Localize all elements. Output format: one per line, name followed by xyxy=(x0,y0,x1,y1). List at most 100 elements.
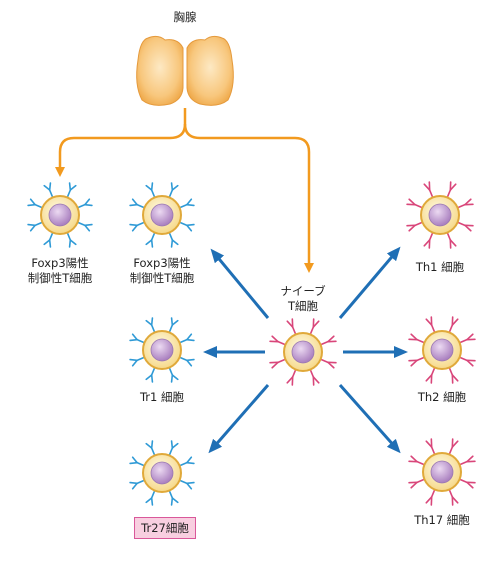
cell-tr27 xyxy=(129,440,195,506)
naive-line1: ナイーブ xyxy=(280,284,326,298)
receptor xyxy=(129,479,146,490)
foxp3-induced-line1: Foxp3陽性 xyxy=(133,256,191,270)
th2-label: Th2 細胞 xyxy=(417,390,467,404)
receptor xyxy=(423,181,434,199)
receptor xyxy=(129,333,146,344)
cell-nucleus xyxy=(430,338,454,362)
receptor xyxy=(456,198,474,209)
receptor xyxy=(145,489,156,506)
thymus-arrows xyxy=(55,108,314,273)
cell-nucleus xyxy=(430,460,454,484)
receptor xyxy=(423,231,434,249)
arrow-to-foxp3-induced xyxy=(210,248,270,319)
foxp3-thymic-line1: Foxp3陽性 xyxy=(31,256,89,270)
receptor xyxy=(76,221,93,232)
receptor xyxy=(168,366,179,383)
receptor xyxy=(269,358,287,369)
th1-label: Th1 細胞 xyxy=(415,260,465,274)
receptor xyxy=(145,317,156,334)
receptor xyxy=(129,221,146,232)
receptor xyxy=(425,316,436,334)
receptor xyxy=(448,488,459,506)
foxp3-thymic-label: Foxp3陽性 制御性T細胞 xyxy=(28,256,93,286)
receptor xyxy=(309,318,320,336)
receptor xyxy=(458,333,476,344)
foxp3-induced-label: Foxp3陽性 制御性T細胞 xyxy=(130,256,195,286)
th17-label: Th17 細胞 xyxy=(414,513,470,527)
receptor xyxy=(27,221,44,232)
receptor xyxy=(145,182,156,199)
thymus-left-lobe xyxy=(136,35,184,106)
receptor xyxy=(43,182,54,199)
cell-foxp3-thymic xyxy=(27,182,93,248)
receptor xyxy=(76,198,93,209)
receptor xyxy=(286,368,297,386)
receptor xyxy=(168,317,179,334)
receptor xyxy=(27,198,44,209)
cell-th17 xyxy=(408,438,476,506)
thymus-to-foxp3-arrow xyxy=(55,108,187,177)
receptor xyxy=(408,356,426,367)
receptor xyxy=(406,198,424,209)
receptor xyxy=(309,368,320,386)
receptor xyxy=(129,456,146,467)
receptor xyxy=(458,356,476,367)
receptor xyxy=(178,333,195,344)
receptor xyxy=(66,182,77,199)
foxp3-induced-line2: 制御性T細胞 xyxy=(129,271,195,285)
receptor xyxy=(446,231,457,249)
receptor xyxy=(129,356,146,367)
thymus-organ xyxy=(136,35,234,106)
cell-naive xyxy=(269,318,337,386)
receptor xyxy=(408,478,426,489)
receptor xyxy=(458,478,476,489)
receptor xyxy=(408,455,426,466)
receptor xyxy=(458,455,476,466)
arrow-to-tr27 xyxy=(208,384,270,454)
receptor xyxy=(269,335,287,346)
arrow-to-th17 xyxy=(338,384,401,454)
foxp3-thymic-line2: 制御性T細胞 xyxy=(27,271,93,285)
receptor xyxy=(425,366,436,384)
receptor xyxy=(178,221,195,232)
naive-line2: T細胞 xyxy=(287,299,319,313)
cell-nucleus xyxy=(48,203,72,227)
receptor xyxy=(319,358,337,369)
receptor xyxy=(178,479,195,490)
receptor xyxy=(145,231,156,248)
receptor xyxy=(178,356,195,367)
receptor xyxy=(448,438,459,456)
receptor xyxy=(446,181,457,199)
cells xyxy=(27,181,476,506)
receptor xyxy=(178,198,195,209)
receptor xyxy=(425,438,436,456)
cell-nucleus xyxy=(150,461,174,485)
cell-tr1 xyxy=(129,317,195,383)
differentiation-arrows xyxy=(203,246,408,454)
receptor xyxy=(408,333,426,344)
arrow-to-th1 xyxy=(338,246,401,319)
cell-foxp3-induced xyxy=(129,182,195,248)
receptor xyxy=(319,335,337,346)
receptor xyxy=(168,182,179,199)
receptor xyxy=(406,221,424,232)
receptor xyxy=(168,440,179,457)
naive-label: ナイーブ T細胞 xyxy=(280,284,325,314)
cell-nucleus xyxy=(428,203,452,227)
thymus-label: 胸腺 xyxy=(173,10,197,24)
receptor xyxy=(448,366,459,384)
receptor xyxy=(145,440,156,457)
receptor xyxy=(168,231,179,248)
thymus-to-naive-arrow xyxy=(183,123,314,273)
cell-th2 xyxy=(408,316,476,384)
receptor xyxy=(43,231,54,248)
receptor xyxy=(66,231,77,248)
receptor xyxy=(448,316,459,334)
receptor xyxy=(286,318,297,336)
receptor xyxy=(145,366,156,383)
cell-nucleus xyxy=(291,340,315,364)
receptor xyxy=(425,488,436,506)
receptor xyxy=(129,198,146,209)
receptor xyxy=(168,489,179,506)
